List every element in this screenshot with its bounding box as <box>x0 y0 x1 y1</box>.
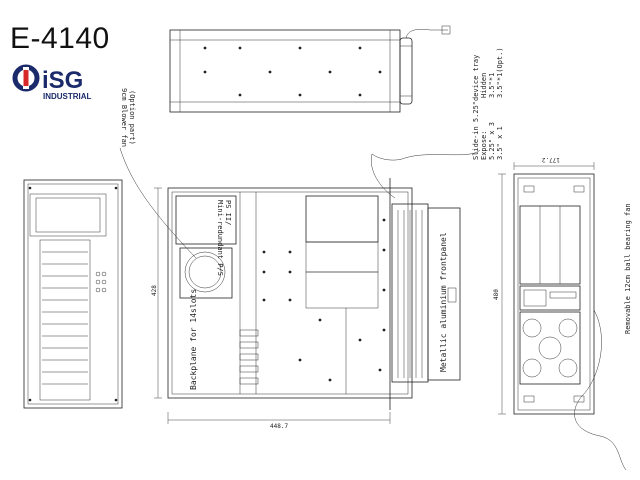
label-psu-1: PS II/ <box>224 200 232 225</box>
isg-logo: iSG INDUSTRIAL <box>12 64 92 101</box>
dim-height-side: 480 <box>493 289 500 300</box>
dim-height-main: 428 <box>151 285 158 296</box>
label-tray-1: Slide-in 5.25"device tray <box>472 55 480 160</box>
label-blower-fan-option: (Option part) <box>128 90 136 145</box>
label-tray-6: 3.5" x 1 <box>496 126 504 160</box>
side-view <box>513 173 595 415</box>
brand-name: iSG <box>42 67 83 94</box>
label-rear-fan: Removable 12cm ball bearing fan <box>624 203 632 334</box>
brand-sub: INDUSTRIAL <box>43 92 92 101</box>
label-psu-2: Mini-redundant P/S <box>216 200 224 276</box>
label-front-panel: Metallic aluminium frontpanel <box>439 232 448 372</box>
label-tray-3: Hidden <box>480 73 488 98</box>
top-view <box>169 25 451 113</box>
dim-width-side: 177.2 <box>542 156 560 163</box>
interior-view <box>167 178 461 410</box>
label-blower-fan: 9cm Blower fan <box>120 88 128 147</box>
label-tray-7: 3.5"*1(Opt.) <box>496 47 504 98</box>
model-title: E-4140 <box>10 22 110 55</box>
front-view <box>23 179 123 409</box>
label-tray-4: 5.25" x 3 <box>488 122 496 160</box>
dim-depth: 448.7 <box>270 423 288 430</box>
label-backplane: Backplane for 14slots <box>189 289 198 390</box>
label-tray-5: 3.5"*1 <box>488 73 496 98</box>
label-tray-2: Expose: <box>480 130 488 160</box>
